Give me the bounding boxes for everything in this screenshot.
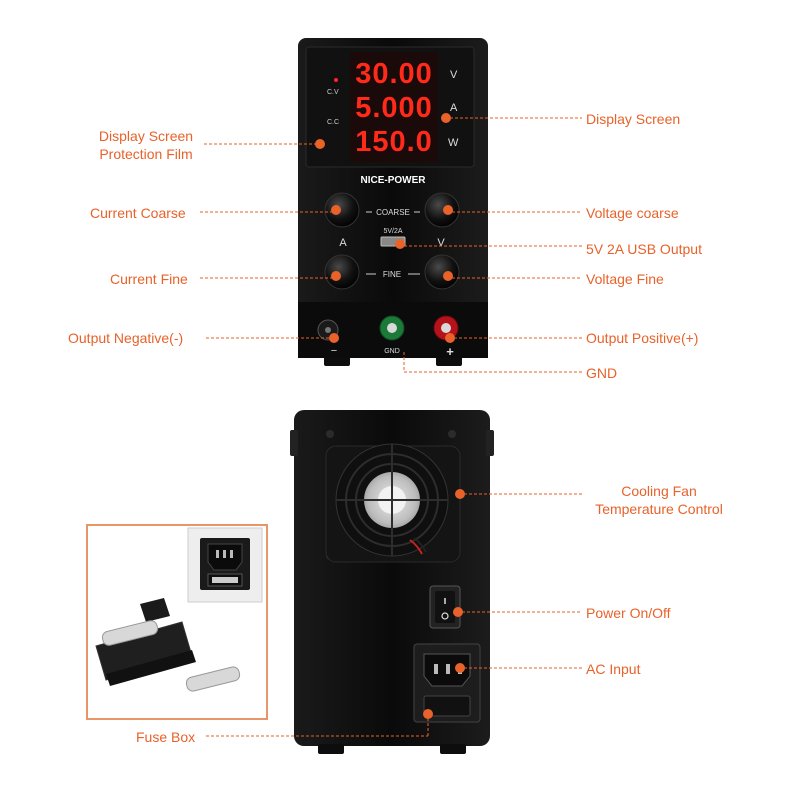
callout-usb-output: 5V 2A USB Output xyxy=(586,241,702,257)
terminal-gnd-label: GND xyxy=(384,348,400,355)
terminal-gnd[interactable] xyxy=(379,315,405,341)
callout-dot-ac xyxy=(455,663,465,673)
usb-rating-label: 5V/2A xyxy=(383,228,402,235)
knob-icon xyxy=(424,192,460,228)
callout-dot-negative xyxy=(329,333,339,343)
cooling-fan-icon xyxy=(325,443,461,563)
callout-dot-voltage-coarse xyxy=(443,205,453,215)
callout-dot-current-fine xyxy=(331,271,341,281)
unit-voltage: V xyxy=(450,69,458,81)
leader-lines xyxy=(200,117,582,737)
display-power: 150.0 xyxy=(355,126,433,158)
display-voltage: 30.00 xyxy=(355,58,433,90)
callout-fuse-box: Fuse Box xyxy=(136,729,196,745)
knob-current-coarse[interactable] xyxy=(324,192,360,228)
brand-label: NICE-POWER xyxy=(361,175,427,186)
fuse-holder-icon xyxy=(95,598,241,692)
front-unit: 30.00 5.000 150.0 V A W C.V C.C NICE-POW… xyxy=(298,38,488,366)
knob-v-label: V xyxy=(437,237,445,249)
callout-dot-power xyxy=(453,607,463,617)
knob-icon xyxy=(424,254,460,290)
fuse-box-illustration xyxy=(95,527,263,692)
unit-current: A xyxy=(450,102,458,114)
coarse-label: COARSE xyxy=(376,208,410,217)
cv-indicator-led xyxy=(334,78,338,82)
callout-cooling-fan-line1: Cooling Fan xyxy=(621,483,697,499)
fine-label: FINE xyxy=(383,270,401,279)
callout-cooling-fan-line2: Temperature Control xyxy=(595,501,723,517)
callout-dot-positive xyxy=(445,333,455,343)
callout-dot-fuse xyxy=(423,709,433,719)
terminal-plus-label: + xyxy=(446,344,454,359)
callout-power-switch: Power On/Off xyxy=(586,605,671,621)
callout-dot-usb xyxy=(395,239,405,249)
callout-dot-display xyxy=(441,113,451,123)
fuse-box-inset xyxy=(86,524,268,720)
knob-voltage-fine[interactable] xyxy=(424,254,460,290)
callout-current-fine: Current Fine xyxy=(110,271,188,287)
callout-voltage-coarse: Voltage coarse xyxy=(586,205,679,221)
callout-output-negative: Output Negative(-) xyxy=(68,330,184,346)
ac-input-socket[interactable] xyxy=(413,643,481,723)
mode-cv-label: C.V xyxy=(327,89,339,96)
callout-dot-voltage-fine xyxy=(443,271,453,281)
knob-current-fine[interactable] xyxy=(324,254,360,290)
callout-display-film-line1: Display Screen xyxy=(98,128,194,144)
callout-gnd: GND xyxy=(586,365,618,381)
callout-display-film: Display Screen Protection Film xyxy=(88,127,204,163)
knob-icon xyxy=(324,192,360,228)
fuse-holder-icon xyxy=(423,695,471,717)
callout-voltage-fine: Voltage Fine xyxy=(586,271,664,287)
callout-ac-input: AC Input xyxy=(586,661,641,677)
front-foot-left xyxy=(324,356,350,366)
callout-dot-current-coarse xyxy=(331,205,341,215)
front-foot-right xyxy=(436,356,462,366)
callout-dot-fan xyxy=(455,489,465,499)
callout-dot-film xyxy=(315,139,325,149)
knob-icon xyxy=(324,254,360,290)
callout-cooling-fan: Cooling Fan Temperature Control xyxy=(586,482,732,518)
mode-cc-label: C.C xyxy=(327,119,339,126)
unit-power: W xyxy=(448,137,459,149)
callout-display-screen: Display Screen xyxy=(586,111,681,127)
knob-a-label: A xyxy=(339,237,347,249)
led-panel xyxy=(350,52,438,162)
rear-unit xyxy=(290,410,494,754)
terminal-minus-label: − xyxy=(331,345,337,357)
display-current: 5.000 xyxy=(355,92,433,124)
callout-current-coarse: Current Coarse xyxy=(90,205,186,221)
callout-output-positive: Output Positive(+) xyxy=(586,330,699,346)
power-switch[interactable] xyxy=(429,585,461,629)
knob-voltage-coarse[interactable] xyxy=(424,192,460,228)
callout-display-film-line2: Protection Film xyxy=(99,146,193,162)
